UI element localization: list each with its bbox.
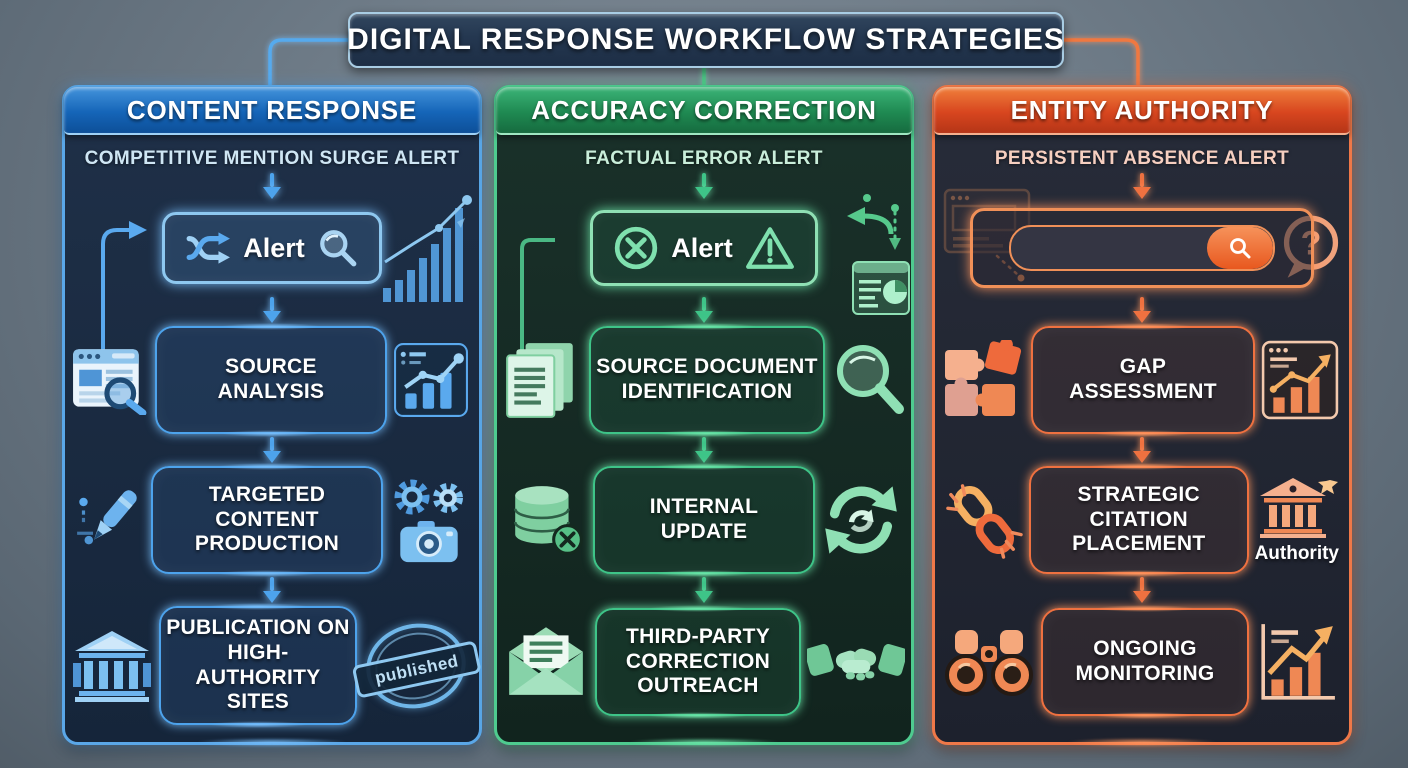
entity-authority-header-label: ENTITY AUTHORITY — [1010, 94, 1274, 125]
source-analysis-label: SOURCE ANALYSIS — [217, 355, 325, 403]
step-internal-update: INTERNAL UPDATE — [497, 466, 911, 574]
publication-box: PUBLICATION ON HIGH-AUTHORITY SITES — [159, 606, 357, 726]
accuracy-correction-header: ACCURACY CORRECTION — [496, 87, 912, 135]
production-icons — [389, 477, 469, 564]
accuracy-alert-label: FACTUAL ERROR ALERT — [585, 148, 823, 169]
accuracy-alert-box: Alert — [590, 210, 818, 286]
down-arrow — [65, 173, 479, 199]
diagram-title: DIGITAL RESPONSE WORKFLOW STRATEGIES — [347, 23, 1065, 56]
step-gap-assessment: GAP ASSESSMENT — [935, 326, 1349, 434]
down-arrow — [65, 437, 479, 463]
accuracy-alert-text: Alert — [671, 232, 733, 263]
entity-authority-header: ENTITY AUTHORITY — [934, 87, 1350, 135]
chart-window-icon — [1261, 340, 1339, 420]
content-alert-text: Alert — [243, 232, 305, 263]
strategic-citation-label: STRATEGIC CITATION PLACEMENT — [1072, 482, 1206, 556]
published-stamp-icon: published — [351, 610, 482, 720]
internal-update-box: INTERNAL UPDATE — [593, 466, 815, 574]
step-source-document-identification: SOURCE DOCUMENT IDENTIFICATION — [497, 326, 911, 434]
down-arrow — [497, 437, 911, 463]
analytics-chart-icon — [394, 343, 468, 417]
down-arrow — [935, 577, 1349, 603]
down-arrow — [65, 297, 479, 323]
search-bar-frame — [970, 208, 1314, 288]
accuracy-correction-header-label: ACCURACY CORRECTION — [531, 94, 877, 125]
ongoing-monitoring-label: ONGOING MONITORING — [1075, 637, 1215, 685]
step-ongoing-monitoring: ONGOING MONITORING — [935, 606, 1349, 718]
magnifier-icon — [837, 345, 904, 414]
browser-search-icon — [73, 349, 147, 415]
down-arrow — [65, 577, 479, 603]
targeted-content-production-box: TARGETED CONTENT PRODUCTION — [151, 466, 383, 574]
return-arrow-and-report-icon — [847, 194, 910, 315]
growth-chart-icon — [1261, 624, 1335, 700]
third-party-outreach-label: THIRD-PARTY CORRECTION OUTREACH — [625, 624, 771, 698]
internal-update-label: INTERNAL UPDATE — [649, 495, 759, 543]
step-source-analysis: SOURCE ANALYSIS — [65, 326, 479, 434]
content-alert-row: Alert — [65, 195, 479, 374]
warning-triangle-icon — [745, 227, 794, 269]
column-content-response: CONTENT RESPONSE COMPETITIVE MENTION SUR… — [62, 85, 482, 745]
column-accuracy-correction: ACCURACY CORRECTION FACTUAL ERROR ALERT … — [494, 85, 914, 745]
camera-icon — [400, 520, 458, 562]
binoculars-icon — [945, 630, 1033, 696]
authority-bank-group: Authority — [1255, 476, 1339, 565]
entity-search-row: ? — [935, 188, 1349, 294]
third-party-outreach-box: THIRD-PARTY CORRECTION OUTREACH — [595, 608, 801, 716]
feedback-bracket-line — [520, 238, 555, 380]
refresh-icon — [825, 486, 897, 554]
shuffle-icon — [186, 232, 231, 264]
handshake-icon — [807, 644, 905, 681]
documents-icon — [506, 343, 573, 418]
database-error-icon — [513, 486, 583, 555]
gap-assessment-label: GAP ASSESSMENT — [1069, 355, 1217, 403]
diagram-title-banner: DIGITAL RESPONSE WORKFLOW STRATEGIES — [347, 12, 1065, 68]
targeted-content-production-label: TARGETED CONTENT PRODUCTION — [194, 482, 340, 556]
content-response-header-label: CONTENT RESPONSE — [126, 94, 418, 125]
content-response-header: CONTENT RESPONSE — [64, 87, 480, 135]
puzzle-icon — [945, 340, 1022, 416]
down-arrow — [935, 437, 1349, 463]
search-button-icon — [1207, 227, 1273, 269]
growth-chart-icon — [383, 195, 472, 302]
source-document-identification-label: SOURCE DOCUMENT IDENTIFICATION — [596, 355, 818, 403]
envelope-icon — [509, 627, 583, 695]
down-arrow — [497, 173, 911, 199]
step-publication-high-authority: PUBLICATION ON HIGH-AUTHORITY SITES publ… — [65, 606, 482, 726]
step-third-party-correction-outreach: THIRD-PARTY CORRECTION OUTREACH — [497, 606, 911, 718]
ongoing-monitoring-box: ONGOING MONITORING — [1041, 608, 1249, 716]
search-bar-icon — [1009, 225, 1275, 271]
error-circle-icon — [615, 226, 658, 270]
step-strategic-citation-placement: STRATEGIC CITATION PLACEMENT Authority — [935, 466, 1349, 574]
down-arrow — [497, 577, 911, 603]
step-targeted-content-production: TARGETED CONTENT PRODUCTION — [65, 466, 479, 574]
gap-assessment-box: GAP ASSESSMENT — [1031, 326, 1255, 434]
down-arrow — [935, 297, 1349, 323]
authority-label: Authority — [1254, 542, 1339, 564]
gears-icon — [394, 479, 463, 514]
strategic-citation-box: STRATEGIC CITATION PLACEMENT — [1029, 466, 1249, 574]
accuracy-alert-row: Alert — [497, 194, 911, 380]
bank-icon — [73, 630, 151, 702]
entity-alert-label: PERSISTENT ABSENCE ALERT — [994, 148, 1290, 169]
pen-icon — [77, 490, 137, 545]
content-alert-box: Alert — [162, 212, 382, 284]
bank-icon — [1259, 477, 1338, 538]
magnifier-icon — [319, 230, 357, 267]
source-document-identification-box: SOURCE DOCUMENT IDENTIFICATION — [589, 326, 825, 434]
column-entity-authority: ENTITY AUTHORITY PERSISTENT ABSENCE ALER… — [932, 85, 1352, 745]
feedback-loop-arrow — [101, 221, 147, 374]
source-analysis-box: SOURCE ANALYSIS — [155, 326, 387, 434]
content-response-alert-label: COMPETITIVE MENTION SURGE ALERT — [84, 148, 460, 169]
down-arrow — [935, 173, 1349, 199]
down-arrow — [497, 297, 911, 323]
chain-link-icon — [946, 484, 1023, 559]
magnifier-icon — [1230, 238, 1251, 259]
publication-label: PUBLICATION ON HIGH-AUTHORITY SITES — [166, 616, 350, 714]
